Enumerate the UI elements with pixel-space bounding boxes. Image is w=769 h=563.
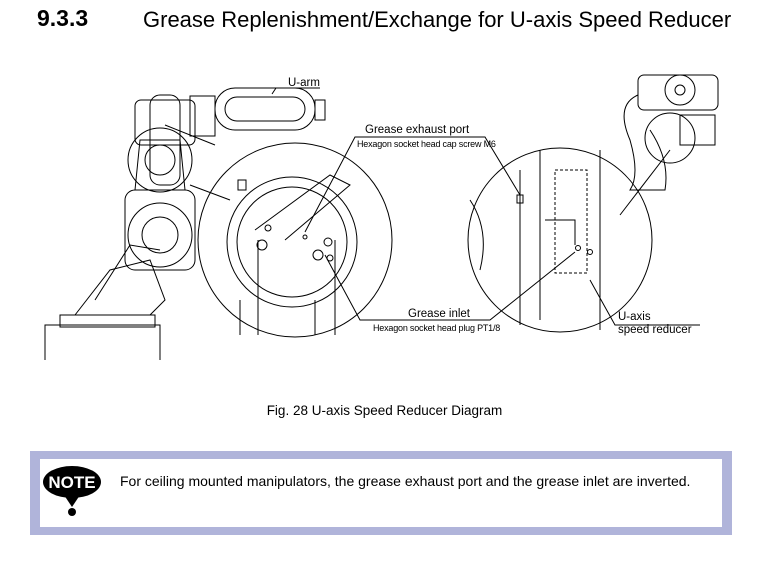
section-title: Grease Replenishment/Exchange for U-axis…: [143, 7, 732, 32]
figure-caption: Fig. 28 U-axis Speed Reducer Diagram: [266, 403, 503, 418]
label-u-arm: U-arm: [288, 77, 320, 89]
u-axis-diagram: U-arm Grease exhaust port Hexagon socket…: [0, 70, 769, 376]
label-u-axis: U-axis: [618, 311, 651, 323]
robot-top-view: [619, 74, 719, 216]
leader-lines: [271, 87, 700, 326]
svg-text:NOTE: NOTE: [48, 473, 95, 492]
label-grease-exhaust: Grease exhaust port: [365, 124, 470, 136]
right-detail-circle: [467, 147, 653, 333]
label-grease-inlet: Grease inlet: [408, 308, 471, 320]
section-number: 9.3.3: [37, 5, 89, 31]
note-icon: NOTE: [43, 466, 101, 516]
label-inlet-plug: Hexagon socket head plug PT1/8: [373, 323, 501, 333]
label-speed-reducer: speed reducer: [618, 324, 692, 336]
technical-drawing: [44, 74, 719, 376]
note-text: For ceiling mounted manipulators, the gr…: [120, 473, 691, 489]
left-detail-circle: [197, 142, 393, 338]
robot-side-view: [44, 87, 326, 376]
label-exhaust-screw: Hexagon socket head cap screw M6: [357, 139, 496, 149]
note-box: NOTE For ceiling mounted manipulators, t…: [30, 451, 732, 535]
